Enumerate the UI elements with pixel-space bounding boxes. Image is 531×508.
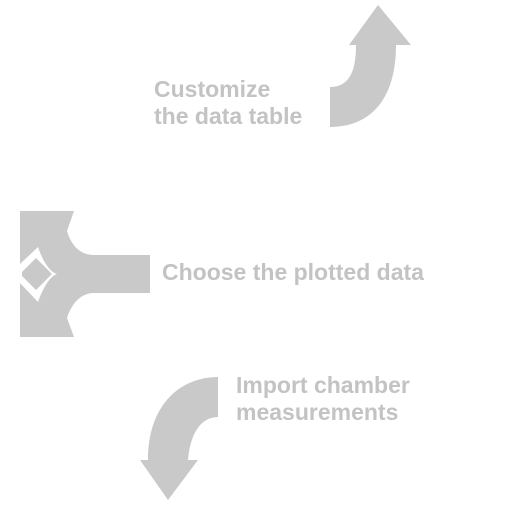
curved-arrow-down-icon bbox=[140, 377, 218, 500]
import-label-line2: measurements bbox=[236, 399, 399, 425]
customize-label-line2: the data table bbox=[154, 103, 303, 129]
import-label-line1: Import chamber bbox=[236, 372, 410, 398]
choose-label: Choose the plotted data bbox=[162, 259, 424, 286]
split-arrow-left-icon bbox=[20, 211, 150, 337]
curved-arrow-up-icon bbox=[330, 5, 411, 127]
import-label: Import chamber measurements bbox=[236, 372, 410, 426]
choose-label-line1: Choose the plotted data bbox=[162, 259, 424, 285]
customize-label: Customize the data table bbox=[154, 76, 302, 130]
customize-label-line1: Customize bbox=[154, 76, 271, 102]
